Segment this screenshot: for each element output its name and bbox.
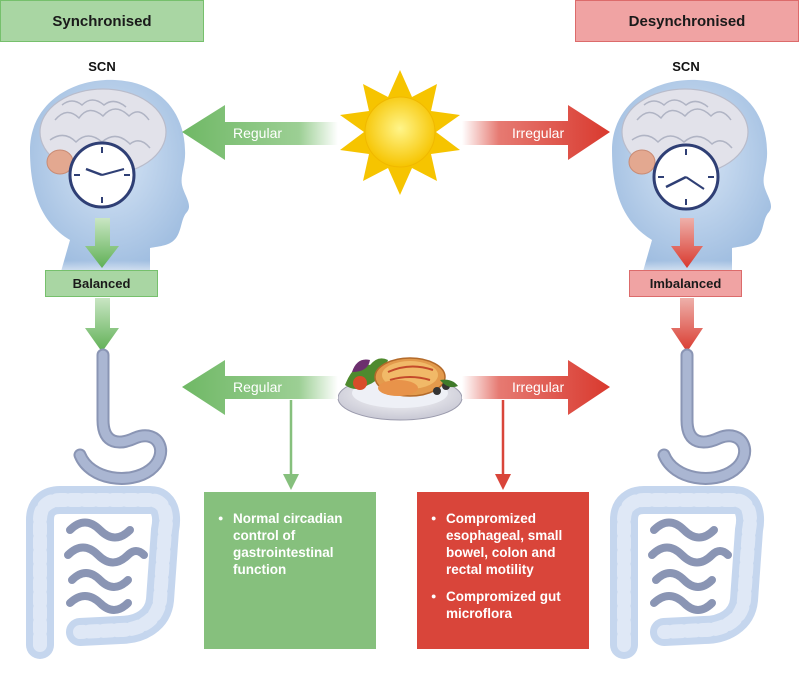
clock-right-icon (652, 143, 720, 211)
food-regular-label: Regular (233, 379, 283, 395)
red-thin-connector (495, 400, 511, 490)
green-down-arrow-1 (85, 218, 119, 268)
scn-label-right: SCN (672, 59, 700, 74)
compromised-function-box: Compromized esophageal, small bowel, col… (417, 492, 589, 649)
sun-icon (340, 70, 460, 195)
red-down-arrow-1 (671, 218, 703, 268)
imbalanced-label: Imbalanced (629, 270, 742, 297)
scn-label-left: SCN (88, 59, 116, 74)
light-irregular-label: Irregular (512, 125, 565, 141)
light-regular-label: Regular (233, 125, 283, 141)
light-regular-arrow (182, 105, 338, 160)
outcome-item: Normal circadian control of gastrointest… (216, 510, 364, 578)
clock-left-icon (68, 141, 136, 209)
green-down-arrow-2 (85, 298, 119, 352)
meal-plate-icon (337, 357, 463, 421)
gut-left-icon (26, 348, 181, 659)
red-down-arrow-2 (671, 298, 703, 352)
brain-left-icon (39, 88, 167, 176)
synchronised-header: Synchronised (0, 0, 204, 42)
green-thin-connector (283, 400, 299, 490)
balanced-label: Balanced (45, 270, 158, 297)
gut-right-icon (610, 348, 765, 659)
desynchronised-header: Desynchronised (575, 0, 799, 42)
food-irregular-arrow (462, 360, 610, 415)
light-irregular-arrow (462, 105, 610, 160)
outcome-item: Compromized esophageal, small bowel, col… (429, 510, 577, 578)
food-regular-arrow (182, 360, 338, 415)
normal-function-box: Normal circadian control of gastrointest… (204, 492, 376, 649)
food-irregular-label: Irregular (512, 379, 565, 395)
outcome-item: Compromized gut microflora (429, 588, 577, 622)
